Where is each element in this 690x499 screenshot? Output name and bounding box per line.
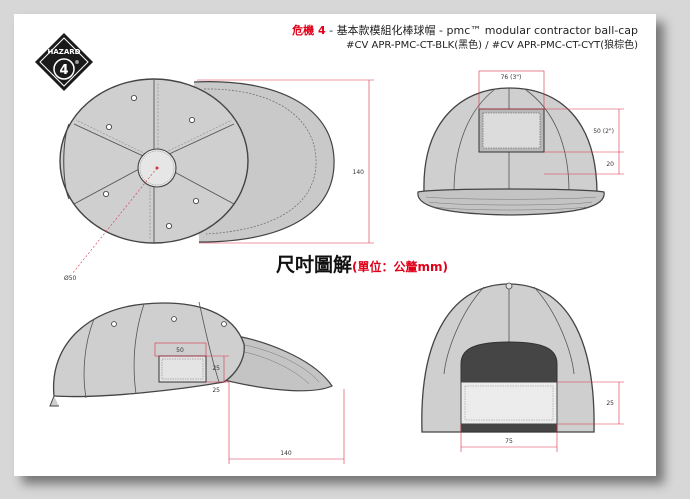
side-patch-height-label: 25 — [212, 365, 220, 372]
side-total-length-label: 140 — [280, 450, 292, 457]
side-patch-width-label: 50 — [176, 347, 184, 354]
product-codes: #CV APR-PMC-CT-BLK(黑色) / #CV APR-PMC-CT-… — [346, 40, 638, 51]
front-patch-width-label: 76 (3") — [501, 74, 522, 81]
back-view: 25 75 — [421, 282, 624, 452]
front-patch-offset-label: 20 — [606, 161, 614, 168]
front-patch-height-label: 50 (2") — [593, 128, 614, 135]
logo-registered-mark: ® — [75, 60, 80, 66]
back-strap-height-label: 25 — [606, 400, 614, 407]
product-title: 危機 4 - 基本款模組化棒球帽 - pmc™ modular contract… — [292, 23, 638, 38]
back-strap-width-label: 75 — [505, 438, 513, 445]
top-view: 140 Ø50 — [59, 78, 374, 282]
logo-number: 4 — [59, 63, 68, 78]
logo-text: HAZARD — [48, 48, 81, 56]
brand-name: 危機 4 — [292, 24, 326, 37]
product-name: 基本款模組化棒球帽 - pmc™ modular contractor ball… — [336, 24, 638, 37]
top-button-diameter-label: Ø50 — [64, 275, 77, 282]
title-block: 危機 4 - 基本款模組化棒球帽 - pmc™ modular contract… — [292, 23, 638, 53]
heading-main: 尺吋圖解 — [276, 254, 353, 276]
hazard4-logo: HAZARD 4 ® — [35, 33, 93, 91]
spec-sheet: HAZARD 4 ® — [14, 14, 656, 476]
cap-drawings: HAZARD 4 ® — [35, 33, 624, 464]
front-view: 76 (3") 50 (2") 20 — [417, 70, 624, 216]
top-crown-length-label: 140 — [353, 169, 365, 176]
title-separator: - — [325, 24, 337, 37]
side-patch-offset-label: 25 — [212, 387, 220, 394]
diagram-heading: 尺吋圖解(單位：公釐mm) — [276, 250, 448, 277]
heading-unit: (單位：公釐mm) — [352, 260, 448, 274]
side-view: 50 25 25 140 — [49, 301, 345, 464]
